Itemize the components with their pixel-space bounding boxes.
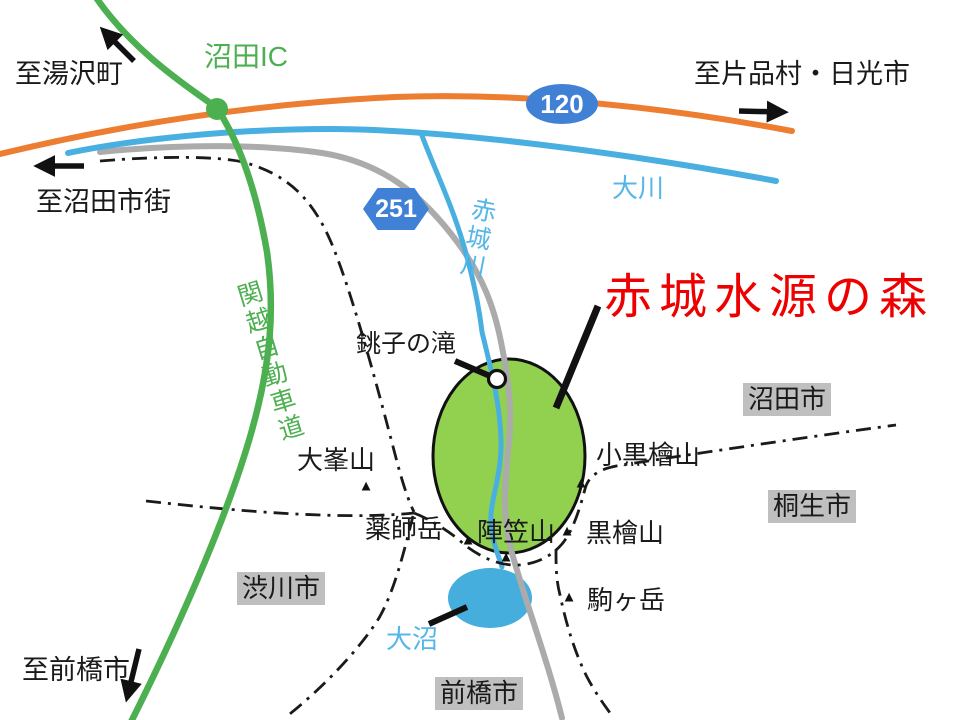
boundary-southeast <box>554 548 615 718</box>
kanetsu-expressway-road <box>93 0 275 720</box>
peak-triangle-icon-kokurobi: ▲ <box>573 474 589 492</box>
arrow-northwest-icon <box>99 26 136 63</box>
lake-onuma-label: 大沼 <box>386 624 439 654</box>
lake-onuma-shape <box>448 568 532 628</box>
destination-maebashi: 至前橋市 <box>22 655 130 685</box>
boundary-north <box>99 155 416 513</box>
peak-triangle-icon-jingasa: ▲ <box>498 548 514 566</box>
route251-badge: 251 <box>363 188 429 230</box>
direction-arrows <box>33 26 789 703</box>
title-pointer-line <box>552 304 602 410</box>
city-label-maebashi: 前橋市 <box>435 677 524 710</box>
akagigawa-river <box>418 130 505 570</box>
numata-ic-dot <box>206 98 228 120</box>
lake-pointer-line <box>427 604 469 627</box>
destination-katashina-nikko: 至片品村・日光市 <box>694 59 910 89</box>
okawa-river <box>65 125 779 184</box>
destination-numata-center: 至沼田市街 <box>36 187 171 217</box>
peak-triangle-icon-kurobi: ▲ <box>559 522 575 540</box>
boundary-west <box>145 499 415 518</box>
city-label-kiryu: 桐生市 <box>768 490 857 523</box>
city-label-numata: 沼田市 <box>743 383 832 416</box>
peak-triangle-icon-omine: ▲ <box>358 477 374 495</box>
boundary-southwest <box>285 515 415 719</box>
mountain-label-yakushi: 薬師岳 <box>365 514 444 544</box>
mountain-label-jingasa: 陣笠山 <box>477 517 556 547</box>
peak-triangle-icon-komagatake: ▲ <box>561 588 577 606</box>
mountain-label-kurobi: 黒檜山 <box>586 518 665 548</box>
route120-road <box>0 93 795 157</box>
choshi-falls-label: 銚子の滝 <box>356 330 457 358</box>
boundary-lines <box>99 155 897 719</box>
mountain-label-omine: 大峯山 <box>297 445 376 475</box>
numata-ic-label: 沼田IC <box>204 41 289 72</box>
arrow-east-icon <box>738 100 789 123</box>
city-label-shibukawa: 渋川市 <box>237 572 326 605</box>
boundary-east <box>413 423 897 567</box>
peak-triangle-icon-yakushi: ▲ <box>460 531 476 549</box>
destination-yuzawa: 至湯沢町 <box>15 59 123 89</box>
arrow-south-icon <box>120 648 142 703</box>
choshi-falls-marker <box>486 368 508 390</box>
map-title: 赤城水源の森 <box>604 271 935 324</box>
route251-road <box>97 143 565 720</box>
mountain-label-komagatake: 駒ヶ岳 <box>587 585 666 615</box>
okawa-river-label: 大川 <box>612 173 665 203</box>
falls-pointer-line <box>453 358 492 379</box>
route120-badge: 120 <box>526 84 598 124</box>
mountain-label-kokurobi: 小黒檜山 <box>596 440 701 470</box>
